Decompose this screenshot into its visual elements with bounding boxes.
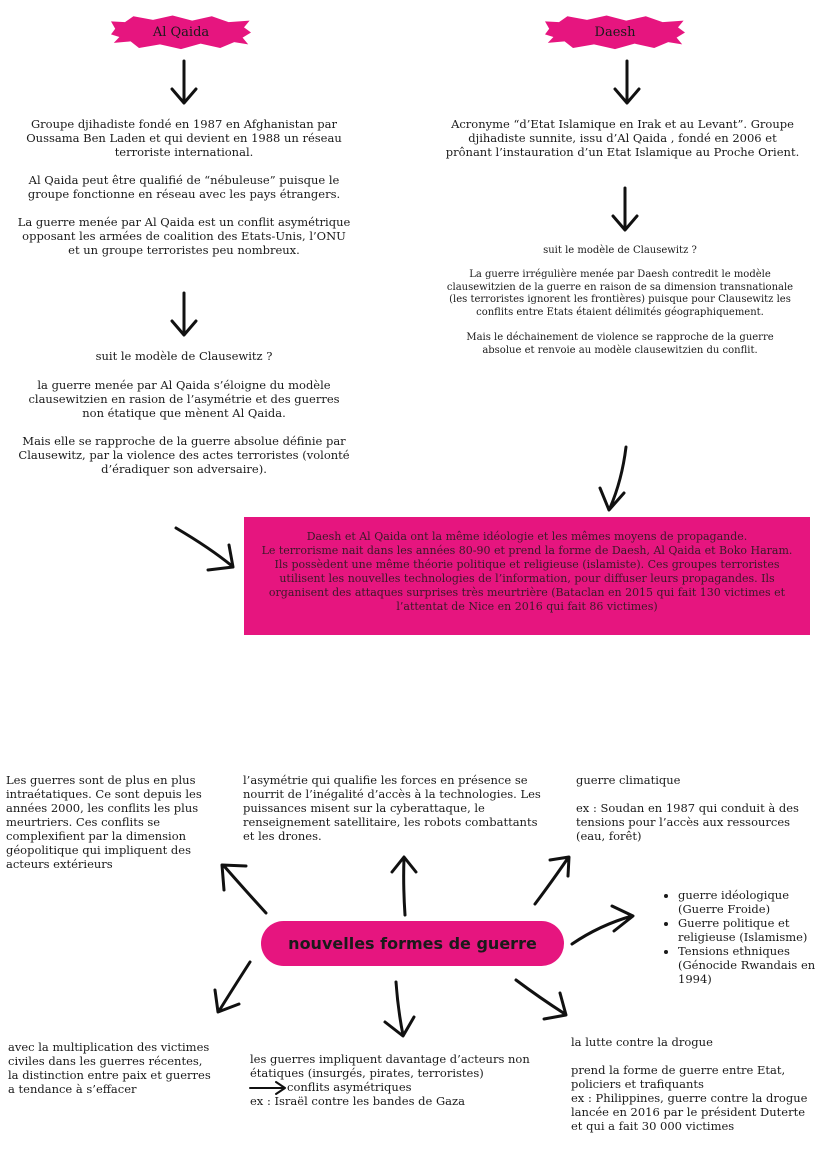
arrow-right-icon — [174, 526, 235, 572]
al-qaida-paragraph: Al Qaida peut être qualifié de “nébuleus… — [27, 173, 341, 201]
gaza-example-text: ex : Israël contre les bandes de Gaza — [250, 1094, 465, 1108]
summary-line: Le terrorisme nait dans les années 80-90… — [261, 544, 793, 613]
bullet-item: Tensions ethniques (Génocide Rwandais en… — [678, 944, 820, 986]
drug-war-text: prend la forme de guerre entre Etat, pol… — [571, 1063, 786, 1091]
arrow-down-icon — [598, 445, 628, 512]
arrow-down-icon — [383, 980, 416, 1038]
summary-box: Daesh et Al Qaida ont la même idéologie … — [244, 517, 810, 635]
mindmap-right-bullets: guerre idéologique (Guerre Froide) Guerr… — [660, 888, 820, 986]
daesh-question: suit le modèle de Clausewitz ? — [543, 245, 697, 256]
drug-war-example: ex : Philippines, guerre contre la drogu… — [571, 1091, 808, 1133]
mindmap-top-center: l’asymétrie qui qualifie les forces en p… — [243, 773, 541, 843]
al-qaida-intro: Groupe djihadiste fondé en 1987 en Afgha… — [16, 117, 352, 257]
mindmap-bottom-left: avec la multiplication des victimes civi… — [8, 1040, 211, 1096]
mindmap-center: nouvelles formes de guerre — [261, 921, 564, 966]
daesh-answer: Mais le déchainement de violence se rapp… — [466, 332, 774, 356]
al-qaida-paragraph: Groupe djihadiste fondé en 1987 en Afgha… — [26, 117, 342, 159]
summary-line: Daesh et Al Qaida ont la même idéologie … — [306, 530, 748, 543]
al-qaida-answer: Mais elle se rapproche de la guerre abso… — [18, 434, 350, 476]
arrow-small-right-icon — [249, 1081, 286, 1095]
daesh-answers: La guerre irrégulière menée par Daesh co… — [446, 269, 794, 357]
al-qaida-answer: la guerre menée par Al Qaida s’éloigne d… — [28, 378, 340, 420]
arrow-down-icon — [170, 59, 198, 105]
daesh-title-text: Daesh — [594, 25, 636, 40]
daesh-paragraph: Acronyme “d’Etat Islamique en Irak et au… — [445, 117, 800, 159]
mindmap-top-right: guerre climatique ex : Soudan en 1987 qu… — [576, 773, 816, 843]
mindmap-bottom-right: la lutte contre la drogue prend la forme… — [571, 1035, 811, 1133]
arrow-down-icon — [611, 186, 639, 232]
daesh-answer: La guerre irrégulière menée par Daesh co… — [446, 269, 794, 318]
climate-war-title: guerre climatique — [576, 773, 681, 787]
arrow-up-icon — [390, 855, 418, 917]
mindmap-center-text: nouvelles formes de guerre — [288, 934, 537, 953]
arrow-downleft-icon — [213, 960, 252, 1014]
mindmap-top-left: Les guerres sont de plus en plus intraét… — [6, 773, 202, 871]
al-qaida-question: suit le modèle de Clausewitz ? — [95, 349, 273, 363]
arrow-down-icon — [170, 291, 198, 337]
bullet-item: guerre idéologique (Guerre Froide) — [678, 888, 820, 916]
climate-war-text: ex : Soudan en 1987 qui conduit à des te… — [576, 801, 799, 843]
arrow-upright-icon — [533, 855, 571, 906]
al-qaida-answers: la guerre menée par Al Qaida s’éloigne d… — [16, 378, 352, 476]
drug-war-title: la lutte contre la drogue — [571, 1035, 713, 1049]
bullet-item: Guerre politique et religieuse (Islamism… — [678, 916, 820, 944]
arrow-downright-icon — [514, 978, 568, 1021]
mindmap-bottom-center: les guerres impliquent davantage d’acteu… — [250, 1052, 550, 1108]
arrow-down-icon — [613, 59, 641, 105]
asymmetric-conflicts-text: conflits asymétriques — [287, 1080, 412, 1094]
non-state-actors-text: les guerres impliquent davantage d’acteu… — [250, 1052, 530, 1080]
al-qaida-title-text: Al Qaida — [152, 25, 210, 40]
al-qaida-paragraph: La guerre menée par Al Qaida est un conf… — [17, 215, 351, 257]
daesh-intro: Acronyme “d’Etat Islamique en Irak et au… — [445, 117, 800, 159]
arrow-right-icon — [570, 904, 635, 946]
arrow-upleft-icon — [220, 863, 268, 915]
